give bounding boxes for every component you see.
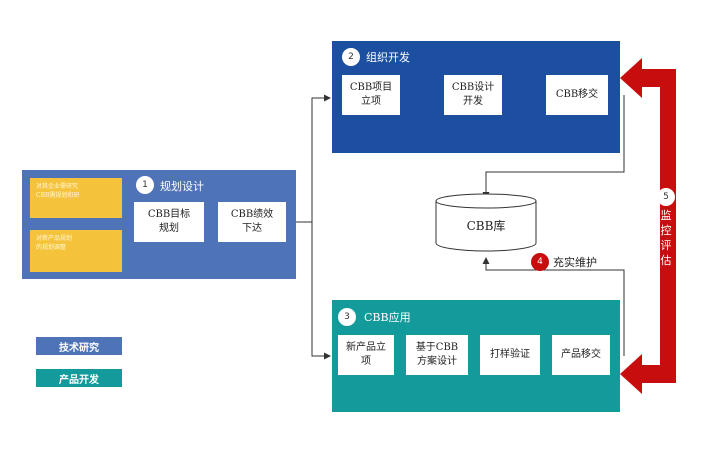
arrow-app-to-library xyxy=(482,257,625,356)
monitor-label: 监 控 评 估 xyxy=(660,209,672,267)
app-step-number: 3 xyxy=(338,308,356,326)
product-transfer-box: 产品移交 xyxy=(552,335,610,375)
cbb-design-box: CBB设计 开发 xyxy=(444,75,502,115)
plan-title: 规划设计 xyxy=(160,180,204,193)
plan-step-number: 1 xyxy=(136,176,154,194)
monitor-loop-arrow xyxy=(620,58,676,394)
arrow-org-to-library xyxy=(482,95,625,199)
cbb-transfer-box: CBB移交 xyxy=(546,75,608,115)
org-title: 组织开发 xyxy=(366,51,410,64)
maintain-step-number: 4 xyxy=(531,253,549,271)
cbb-project-box: CBB项目 立项 xyxy=(342,75,400,115)
monitor-step-number: 5 xyxy=(657,188,675,206)
cbb-performance-box: CBB绩效 下达 xyxy=(218,202,286,242)
legend-product-dev: 产品开发 xyxy=(36,369,122,387)
maintain-label: 充实维护 xyxy=(553,256,597,269)
cbb-solution-box: 基于CBB 方案设计 xyxy=(406,335,468,375)
cbb-library-label: CBB库 xyxy=(466,219,506,233)
arrow-junction-to-app xyxy=(311,222,331,360)
org-step-number: 2 xyxy=(342,48,360,66)
arrow-junction-to-org xyxy=(311,94,331,222)
cbb-target-plan-box: CBB目标 规划 xyxy=(134,202,204,242)
plan-note-2: 对新产品规划 的规划调整 xyxy=(30,230,122,272)
cbb-library-cylinder xyxy=(435,193,537,252)
new-product-box: 新产品立 项 xyxy=(338,335,394,375)
app-title: CBB应用 xyxy=(364,311,411,324)
legend-tech-research: 技术研究 xyxy=(36,337,122,355)
prototype-verify-box: 打样验证 xyxy=(480,335,540,375)
plan-note-1: 对其企业需研究 CBB需规划和研 xyxy=(30,178,122,218)
